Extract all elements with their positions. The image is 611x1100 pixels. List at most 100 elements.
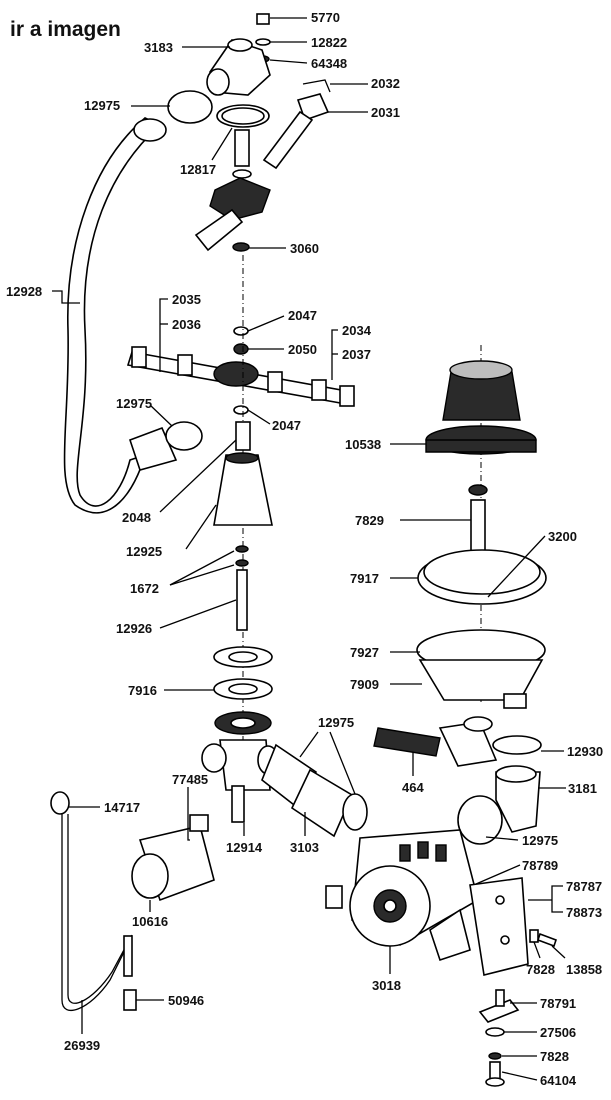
- clamp-12975-mid-part: [165, 421, 203, 451]
- callout-78791: 78791: [540, 996, 576, 1011]
- callout-7828-b: 7828: [540, 1049, 569, 1064]
- clamp-12975-lower-part: [342, 793, 368, 831]
- pin-64104-head: [485, 1077, 505, 1087]
- plate-hole-2: [500, 935, 510, 945]
- arm-nozzle-5: [339, 385, 355, 407]
- callout-10538: 10538: [345, 437, 381, 452]
- callout-7917: 7917: [350, 571, 379, 586]
- arm-nozzle-1: [131, 346, 147, 368]
- tee-12914-body: [219, 739, 271, 791]
- central-column: [201, 255, 279, 823]
- callout-3200: 3200: [548, 529, 577, 544]
- valve-outlet: [206, 68, 230, 96]
- pump-motor-3018: [325, 829, 479, 962]
- spray-arm-hub: [213, 361, 259, 387]
- callout-12817: 12817: [180, 162, 216, 177]
- callout-7909: 7909: [350, 677, 379, 692]
- elbow-3181-top: [495, 765, 537, 783]
- callout-12925: 12925: [126, 544, 162, 559]
- callout-14717: 14717: [104, 800, 140, 815]
- bowl-spout: [503, 693, 527, 709]
- spray-tube-part: [262, 110, 314, 170]
- filter-rim: [425, 439, 537, 453]
- motor-vent-1: [399, 844, 411, 862]
- callout-2047-a: 2047: [288, 308, 317, 323]
- clamp-12975-pump-part: [457, 795, 503, 845]
- washer-7828-part: [488, 1052, 502, 1060]
- shaft-12926-part: [236, 569, 248, 631]
- callout-26939: 26939: [64, 1038, 100, 1053]
- motor-hub: [383, 899, 397, 913]
- callout-64348: 64348: [311, 56, 347, 71]
- connector-3103-body: [290, 768, 354, 838]
- hose-end-bottom: [128, 426, 178, 471]
- sensor-assembly: [50, 791, 215, 1011]
- callout-2032: 2032: [371, 76, 400, 91]
- seal-7916-hole: [228, 683, 258, 695]
- callout-12926: 12926: [116, 621, 152, 636]
- spray-arm-lower: [194, 208, 244, 252]
- leader-lines: [52, 17, 566, 1081]
- seal-disk-upper-hole: [228, 651, 258, 663]
- callout-2034: 2034: [342, 323, 372, 338]
- arm-nozzle-2: [177, 354, 193, 376]
- callout-12975-a: 12975: [84, 98, 120, 113]
- arm-nozzle-3: [267, 371, 283, 393]
- callout-2031: 2031: [371, 105, 400, 120]
- clamp-12975-top-part: [167, 90, 213, 124]
- callout-12928: 12928: [6, 284, 42, 299]
- middle-spray-arm: [126, 326, 355, 415]
- callout-2037: 2037: [342, 347, 371, 362]
- hose-464-part: [373, 727, 441, 757]
- housing-12925-part: [213, 454, 273, 526]
- probe-tube: [123, 935, 133, 977]
- hose-12928: [63, 117, 203, 514]
- clip-2032-part: [302, 79, 331, 93]
- plate-78787: [469, 877, 558, 976]
- valve-body-top: [227, 38, 253, 52]
- bracket-78791-stem: [495, 989, 505, 1007]
- callout-5770: 5770: [311, 10, 340, 25]
- nut-7829: [468, 484, 488, 496]
- callout-50946: 50946: [168, 993, 204, 1008]
- screw-13858-part: [536, 932, 558, 948]
- callout-7828-a: 7828: [526, 962, 555, 977]
- screw-7828-part: [529, 929, 539, 943]
- callout-78789: 78789: [522, 858, 558, 873]
- callout-12975-c: 12975: [318, 715, 354, 730]
- callout-3181: 3181: [568, 781, 597, 796]
- washer-12822-part: [255, 38, 271, 46]
- callout-7829: 7829: [355, 513, 384, 528]
- oring-1672-a: [235, 545, 249, 553]
- heater-10616-port: [131, 853, 169, 899]
- housing-cap: [225, 452, 259, 464]
- motor-vent-2: [417, 841, 429, 859]
- tee-left-port: [201, 743, 227, 773]
- motor-connector: [325, 885, 343, 909]
- callout-78873: 78873: [566, 905, 602, 920]
- callout-7916: 7916: [128, 683, 157, 698]
- plate-78787-part: [469, 877, 529, 976]
- sensor-14717-part: [50, 791, 70, 815]
- callout-7927: 7927: [350, 645, 379, 660]
- connector-3103: [261, 743, 368, 838]
- probe-50946-part: [123, 989, 137, 1011]
- callout-78787: 78787: [566, 879, 602, 894]
- drain-hose-464: [373, 716, 542, 845]
- tee-12914-stem: [231, 785, 245, 823]
- filter-top: [449, 360, 513, 380]
- oring-1672-b: [235, 559, 249, 567]
- callout-13858: 13858: [566, 962, 602, 977]
- callout-27506: 27506: [540, 1025, 576, 1040]
- callout-3103: 3103: [290, 840, 319, 855]
- hub-washer: [232, 169, 252, 179]
- ir-a-imagen-link[interactable]: ir a imagen: [10, 18, 121, 41]
- ring-7917-inner: [423, 549, 541, 595]
- callout-2047-b: 2047: [272, 418, 301, 433]
- nut-2047-top-part: [233, 326, 249, 336]
- nut-5770-part: [256, 13, 270, 25]
- callout-1672: 1672: [130, 581, 159, 596]
- spray-hub-part: [209, 177, 271, 221]
